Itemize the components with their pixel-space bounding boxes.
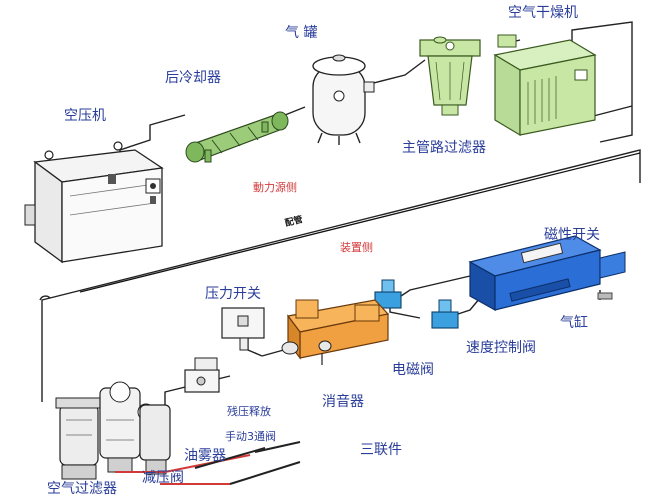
label-lubricator: 油雾器 — [184, 448, 226, 464]
label-air-filter: 空气过滤器 — [47, 481, 117, 497]
pressure-switch-illustration — [221, 307, 265, 351]
label-magnetic-switch: 磁性开关 — [544, 227, 600, 243]
label-pressure-switch: 压力开关 — [205, 286, 261, 302]
solenoid-valve-illustration — [281, 299, 390, 360]
label-regulator: 减压阀 — [142, 470, 184, 486]
divider-line — [79, 152, 641, 293]
label-residual-pressure-release: 残压释放 — [227, 405, 271, 418]
aftercooler-illustration — [185, 111, 289, 163]
label-power-source-side: 動力源侧 — [253, 181, 297, 194]
label-speed-control-valve: 速度控制阀 — [466, 340, 536, 356]
air-tank-illustration — [312, 54, 375, 145]
label-air-compressor: 空压机 — [64, 108, 106, 124]
label-solenoid-valve: 电磁阀 — [392, 362, 434, 378]
label-frl-unit: 三联件 — [360, 442, 402, 458]
label-aftercooler: 后冷却器 — [165, 70, 221, 86]
label-silencer: 消音器 — [322, 394, 364, 410]
frl-unit-illustration — [55, 381, 171, 480]
label-main-line-filter: 主管路过滤器 — [402, 140, 486, 156]
label-air-dryer: 空气干燥机 — [508, 5, 578, 21]
main-line-filter-illustration — [419, 36, 481, 116]
manual-3way-valve-illustration — [184, 357, 220, 393]
speed-control-valve-illustration — [374, 279, 459, 329]
label-cylinder: 气缸 — [560, 315, 588, 331]
label-air-tank: 气 罐 — [285, 25, 318, 41]
label-manual-3way-valve: 手动3通阀 — [225, 430, 276, 443]
frl-leader-lines — [115, 441, 301, 485]
cylinder-illustration — [468, 235, 626, 312]
air-dryer-illustration — [493, 34, 597, 137]
air-compressor-illustration — [24, 141, 164, 264]
label-device-side: 装置侧 — [340, 241, 373, 254]
